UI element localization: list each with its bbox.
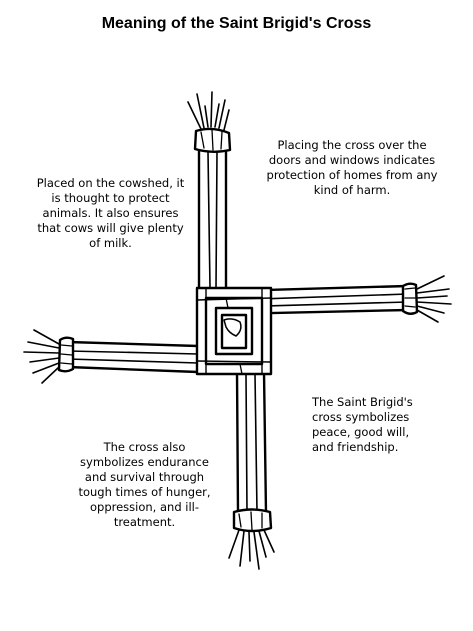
note-line: The Saint Brigid's xyxy=(312,395,413,409)
cross-bottom-arm xyxy=(228,370,275,570)
cross-top-arm xyxy=(187,91,232,292)
page-title: Meaning of the Saint Brigid's Cross xyxy=(101,15,372,32)
note-line: Placing the cross over the xyxy=(277,138,427,152)
note-line: oppression, and ill- xyxy=(89,500,200,514)
note-line: and survival through xyxy=(84,470,205,484)
note-cowshed-protection: Placed on the cowshed, it is thought to … xyxy=(18,176,203,251)
note-line: kind of harm. xyxy=(313,183,391,197)
note-line: and friendship. xyxy=(312,440,399,454)
cross-woven-center xyxy=(195,286,273,376)
note-line: of milk. xyxy=(89,236,132,250)
note-line: that cows will give plenty xyxy=(37,221,184,235)
note-peace-symbol: The Saint Brigid's cross symbolizes peac… xyxy=(312,395,432,455)
note-line: Placed on the cowshed, it xyxy=(36,176,185,190)
cross-left-arm xyxy=(23,329,200,384)
note-line: symbolizes endurance xyxy=(80,455,209,469)
note-line: tough times of hunger, xyxy=(78,485,211,499)
note-line: animals. It also ensures xyxy=(42,206,179,220)
note-home-protection: Placing the cross over the doors and win… xyxy=(262,138,442,198)
note-line: is thought to protect xyxy=(51,191,170,205)
note-line: doors and windows indicates xyxy=(268,153,436,167)
note-line: treatment. xyxy=(113,515,176,529)
note-line: protection of homes from any xyxy=(266,168,438,182)
note-line: The cross also xyxy=(103,440,186,454)
note-line: peace, good will, xyxy=(312,425,410,439)
note-endurance-symbol: The cross also symbolizes endurance and … xyxy=(62,440,227,530)
note-line: cross symbolizes xyxy=(312,410,410,424)
